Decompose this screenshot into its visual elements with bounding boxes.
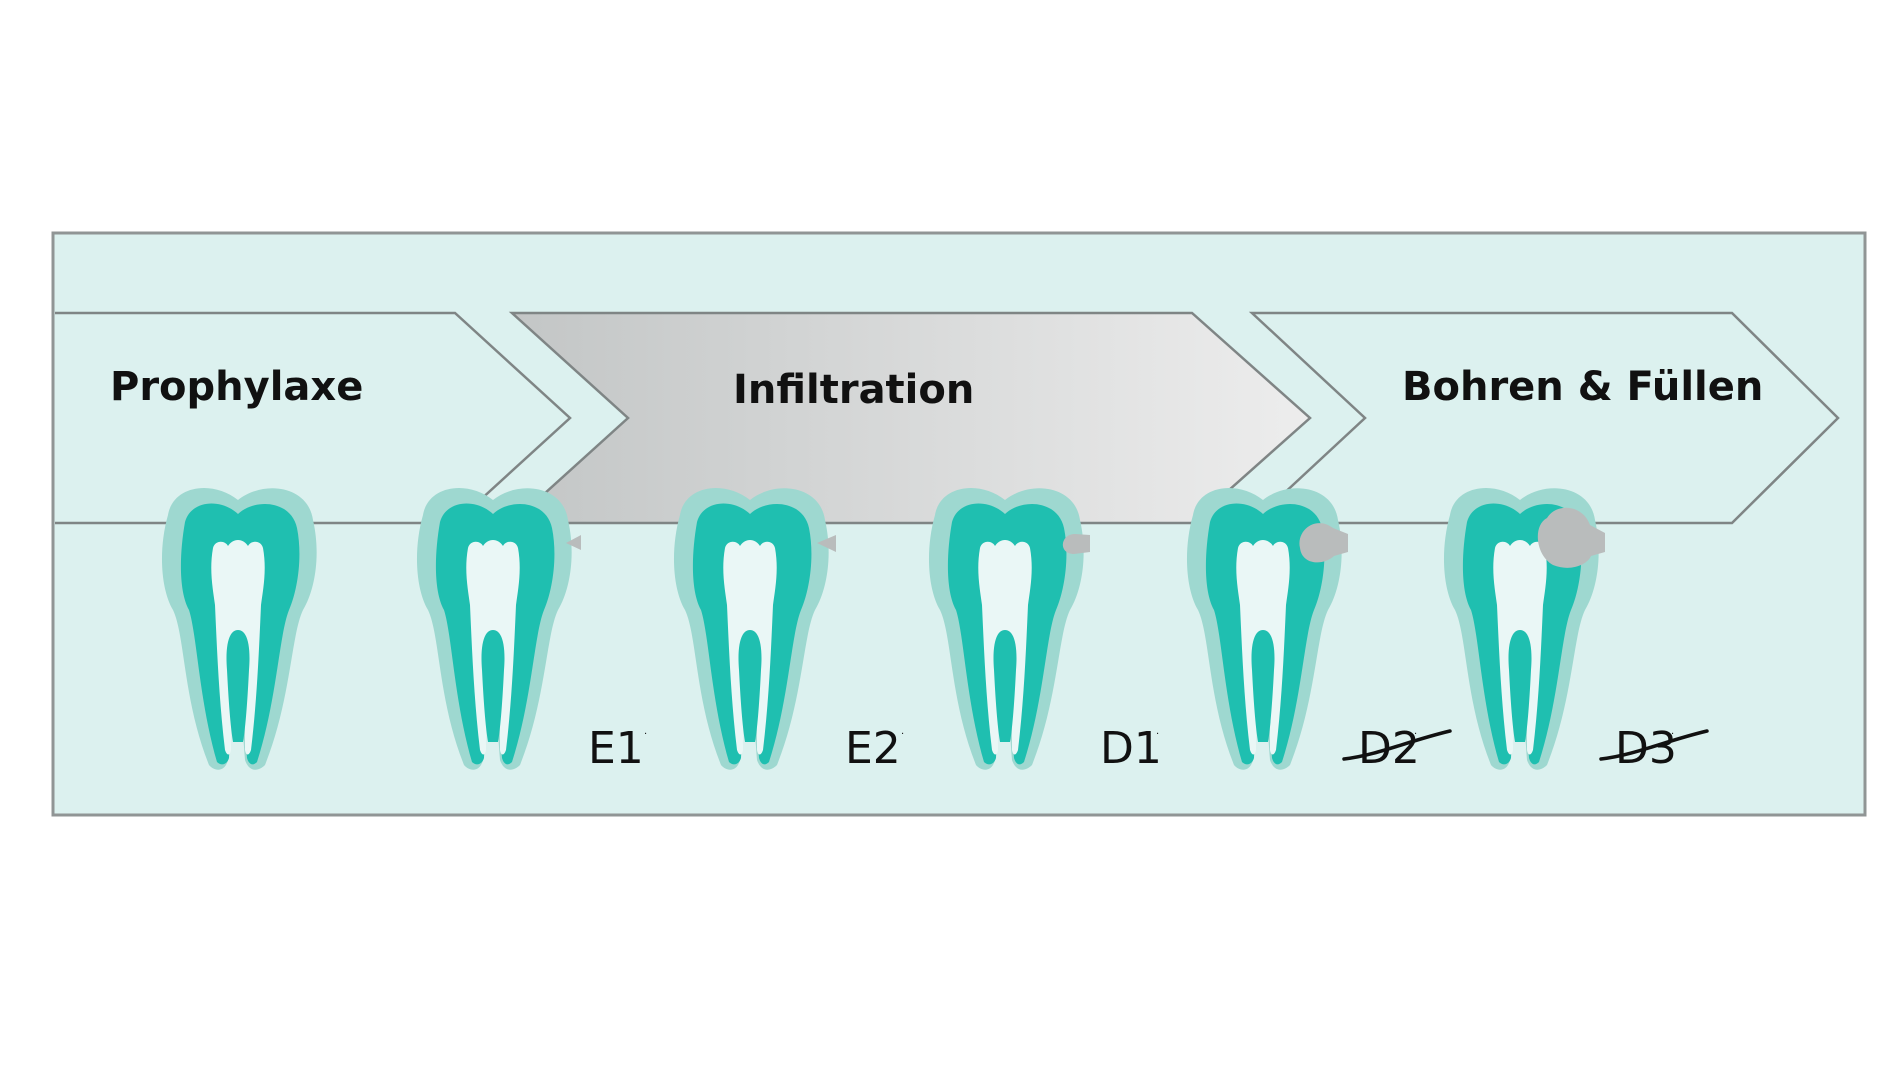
stage-code-e2: E2 — [845, 723, 901, 774]
strikethrough-line — [1342, 729, 1452, 761]
footnote-mark: · — [1671, 729, 1674, 740]
caries-lesion — [566, 535, 581, 550]
tooth-4: D1· — [928, 488, 1162, 774]
phase-label-infiltration: Infiltration — [733, 367, 974, 413]
stage-code-e1: E1 — [588, 723, 644, 774]
phase-arrows — [55, 311, 1840, 525]
arrow-prophylaxe — [55, 311, 572, 525]
caries-lesion — [817, 535, 836, 552]
tooth-2: E1· — [416, 488, 647, 774]
caries-lesion — [1062, 534, 1090, 554]
footnote-mark: · — [1156, 729, 1159, 740]
footnote-mark: · — [1414, 729, 1417, 740]
caries-lesion — [1537, 507, 1605, 568]
phase-label-bohren-fuellen: Bohren & Füllen — [1402, 364, 1763, 410]
teeth-row: E1·E2·D1·D2·D3· — [161, 488, 1709, 774]
strikethrough-line — [1599, 729, 1709, 761]
caries-lesion — [1299, 523, 1348, 563]
arrow-bohren-fuellen — [1248, 311, 1840, 525]
tooth-3: E2· — [673, 488, 904, 774]
arrow-infiltration — [508, 311, 1312, 525]
tooth-5: D2· — [1186, 488, 1452, 774]
stage-code-d1: D1 — [1100, 723, 1162, 774]
footnote-mark: · — [644, 729, 647, 740]
footnote-mark: · — [901, 729, 904, 740]
phase-label-prophylaxe: Prophylaxe — [110, 364, 363, 410]
tooth-6: D3· — [1443, 488, 1709, 774]
